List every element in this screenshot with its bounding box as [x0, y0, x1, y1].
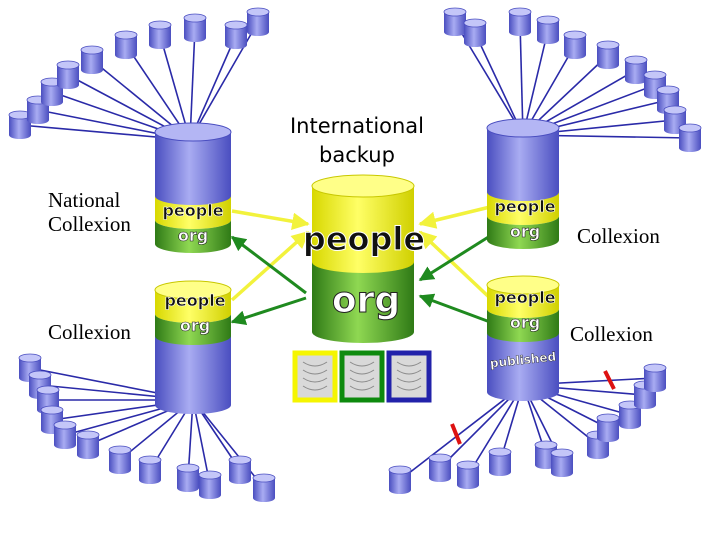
database-cylinder-icon	[148, 20, 172, 49]
label-line-1: National	[48, 188, 121, 212]
connector-line	[474, 32, 524, 136]
fingerprint-image-icon	[339, 350, 385, 403]
arrow-yellow-tl	[231, 209, 310, 230]
collexion-top-left: people org	[154, 122, 232, 253]
connector-line	[189, 34, 237, 141]
cylinder-top	[154, 122, 232, 142]
org-band	[155, 220, 231, 253]
database-cylinder-icon	[53, 420, 77, 449]
connector-line	[192, 399, 265, 489]
database-cylinder-icon	[487, 333, 559, 401]
org-wordart: org	[180, 316, 210, 335]
database-cylinder-icon	[224, 20, 248, 49]
database-cylinder-icon	[155, 132, 231, 209]
small-database-cluster	[8, 7, 702, 502]
org-band	[312, 262, 414, 343]
arrow-green-bl	[230, 296, 307, 325]
database-cylinder-icon	[228, 455, 252, 484]
connector-line	[399, 384, 524, 481]
database-cylinder-icon	[138, 455, 162, 484]
international-backup-cylinder: people org	[302, 174, 426, 343]
database-cylinder-icon	[550, 448, 574, 477]
arrow-green-br	[418, 293, 491, 324]
label-line-2: Collexion	[48, 212, 131, 236]
collexion-bottom-right: people org published	[486, 275, 560, 401]
database-cylinder-icon	[155, 332, 231, 414]
database-cylinder-icon	[80, 45, 104, 74]
database-cylinder-icon	[183, 13, 207, 42]
cylinder-top	[311, 174, 415, 198]
people-wordart: people	[494, 197, 555, 216]
fingerprint-image-icon	[386, 350, 432, 403]
org-band	[155, 314, 231, 345]
arrow-yellow-tr	[418, 205, 491, 229]
connector-line	[522, 29, 549, 136]
database-cylinder-icon	[563, 30, 587, 59]
database-cylinder-icon	[596, 413, 620, 442]
collexion-right-top-label: Collexion	[577, 224, 660, 248]
transfer-arrows	[230, 205, 492, 325]
fingerprint-image-icon	[292, 350, 338, 403]
database-cylinder-icon	[176, 463, 200, 492]
org-wordart: org	[178, 226, 208, 245]
database-cylinder-icon	[624, 55, 648, 84]
cylinder-top	[154, 280, 232, 300]
database-cylinder-icon	[76, 430, 100, 459]
database-cylinder-icon	[8, 110, 32, 139]
database-cylinder-icon	[596, 40, 620, 69]
database-cylinder-icon	[536, 15, 560, 44]
database-cylinder-icon	[508, 7, 532, 36]
people-wordart: people	[164, 291, 225, 310]
connector-line	[519, 21, 524, 136]
collexion-bottom-left: people org	[154, 280, 232, 414]
database-cylinder-icon	[108, 445, 132, 474]
broken-link-icon	[450, 423, 462, 445]
database-cylinder-icon	[643, 363, 667, 392]
sample-images	[292, 350, 432, 403]
org-wordart: org	[332, 280, 400, 321]
cylinder-top	[486, 118, 560, 138]
database-cylinder-icon	[114, 30, 138, 59]
database-cylinder-icon	[388, 465, 412, 494]
title-line-1: International	[289, 114, 425, 138]
database-cylinder-icon	[487, 128, 559, 205]
database-cylinder-icon	[246, 7, 270, 36]
database-cylinder-icon	[488, 447, 512, 476]
arrow-yellow-br	[418, 230, 492, 300]
database-cylinder-icon	[428, 453, 452, 482]
database-cylinder-icon	[678, 123, 702, 152]
national-collexion-label: National Collexion	[48, 188, 131, 236]
database-cylinder-icon	[443, 7, 467, 36]
collexion-left-label: Collexion	[48, 320, 131, 344]
org-wordart: org	[510, 313, 540, 332]
people-wordart: people	[494, 288, 555, 307]
database-cylinder-icon	[456, 460, 480, 489]
arrow-green-tr	[418, 234, 491, 282]
title-line-2: backup	[319, 143, 395, 167]
cylinder-top	[486, 275, 560, 295]
org-band	[487, 216, 559, 249]
collexion-top-right: people org	[486, 118, 560, 249]
people-band	[155, 196, 231, 229]
org-band	[487, 309, 559, 342]
database-cylinder-icon	[198, 470, 222, 499]
people-wordart: people	[162, 201, 223, 220]
international-backup-title: International backup	[272, 112, 442, 170]
connector-line	[159, 34, 191, 141]
database-cylinder-icon	[56, 60, 80, 89]
database-cylinder-icon	[463, 18, 487, 47]
people-wordart: people	[303, 220, 425, 258]
arrow-green-tl	[230, 235, 307, 295]
collexion-right-bottom-label: Collexion	[570, 322, 653, 346]
org-wordart: org	[510, 222, 540, 241]
connector-line	[189, 27, 196, 141]
database-cylinder-icon	[252, 473, 276, 502]
people-band	[312, 186, 414, 273]
people-band	[487, 192, 559, 225]
broken-link-icon	[603, 370, 616, 390]
